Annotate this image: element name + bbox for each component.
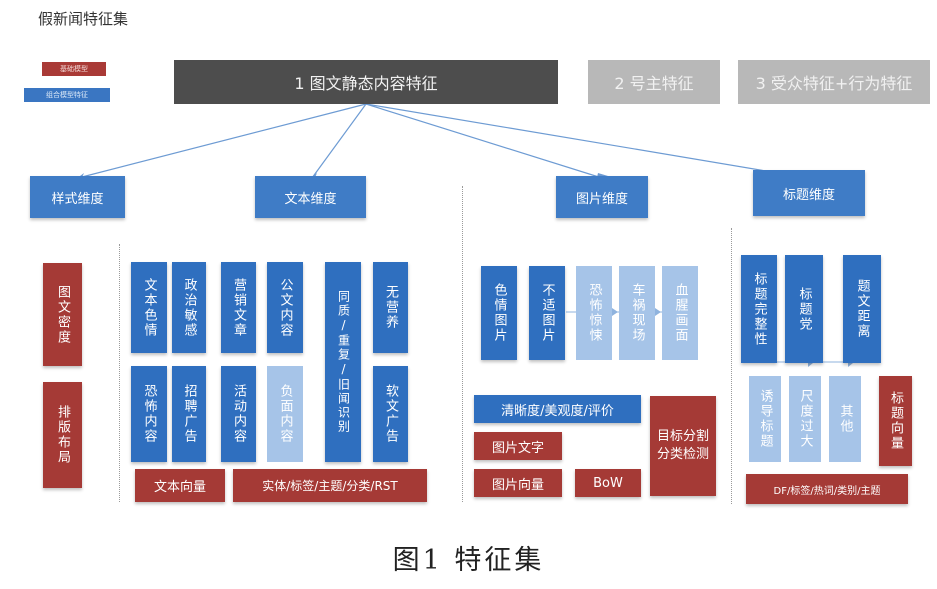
text-feature: 文本色情 — [131, 262, 167, 353]
image-object-detection: 目标分割分类检测 — [650, 396, 716, 496]
style-item: 图文密度 — [43, 263, 82, 366]
dimension-style: 样式维度 — [30, 176, 125, 218]
title-feature: 标题完整性 — [741, 255, 777, 363]
text-feature: 营销文章 — [221, 262, 256, 353]
text-entity-tags: 实体/标签/主题/分类/RST — [233, 469, 427, 502]
text-feature-duplicate: 同质/重复/旧闻识别 — [325, 262, 361, 462]
text-feature: 政治敏感 — [172, 262, 206, 353]
connector-text — [311, 103, 367, 179]
dimension-title: 标题维度 — [753, 170, 865, 216]
divider — [119, 244, 120, 502]
text-feature: 招聘广告 — [172, 366, 206, 462]
title-feature: 尺度过大 — [789, 376, 821, 462]
image-feature: 色情图片 — [481, 266, 517, 360]
style-item: 排版布局 — [43, 382, 82, 488]
text-feature: 公文内容 — [267, 262, 303, 353]
legend-basic: 基础模型 — [42, 62, 106, 76]
image-feature: 血腥画面 — [662, 266, 698, 360]
image-bow: BoW — [575, 469, 641, 497]
page-title: 假新闻特征集 — [38, 10, 129, 28]
image-vector: 图片向量 — [474, 469, 562, 497]
title-df-tags: DF/标签/热词/类别/主题 — [746, 474, 908, 504]
text-feature: 活动内容 — [221, 366, 256, 462]
tab-audience[interactable]: 3 受众特征+行为特征 — [738, 60, 930, 104]
text-feature: 负面内容 — [267, 366, 303, 462]
text-vector: 文本向量 — [135, 469, 225, 502]
legend-combined: 组合模型特征 — [24, 88, 110, 102]
connector-title — [365, 103, 809, 179]
dimension-image: 图片维度 — [556, 176, 648, 218]
image-feature: 恐怖惊悚 — [576, 266, 612, 360]
connector-image — [365, 103, 603, 179]
title-feature: 其他 — [829, 376, 861, 462]
dimension-text: 文本维度 — [255, 176, 366, 218]
divider — [462, 186, 463, 502]
tab-account[interactable]: 2 号主特征 — [588, 60, 720, 104]
image-text: 图片文字 — [474, 432, 562, 460]
divider — [731, 228, 732, 504]
text-feature: 恐怖内容 — [131, 366, 167, 462]
figure-caption: 图1 特征集 — [392, 545, 545, 576]
image-feature: 不适图片 — [529, 266, 565, 360]
tab-static-content[interactable]: 1 图文静态内容特征 — [174, 60, 558, 104]
connector-style — [77, 103, 367, 179]
title-vector: 标题向量 — [879, 376, 912, 466]
image-quality: 清晰度/美观度/评价 — [474, 395, 641, 423]
title-feature: 标题党 — [785, 255, 823, 363]
title-feature: 题文距离 — [843, 255, 881, 363]
text-feature: 软文广告 — [373, 366, 408, 462]
title-feature: 诱导标题 — [749, 376, 781, 462]
text-feature: 无营养 — [373, 262, 408, 353]
image-feature: 车祸现场 — [619, 266, 655, 360]
